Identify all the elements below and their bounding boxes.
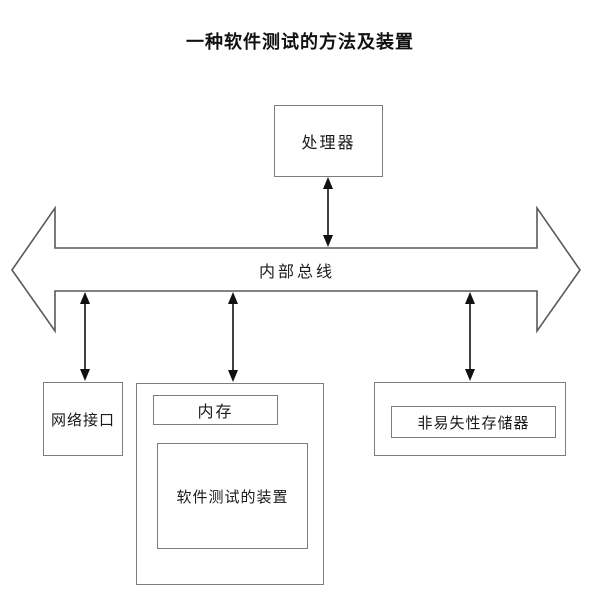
processor-label: 处理器 [301,133,356,152]
internal-bus-label: 内部总线 [258,262,335,281]
memory-box: 内存 [153,395,278,425]
memory-label: 内存 [197,402,234,421]
arrow-bus-nonvolatile-memory [465,292,475,381]
arrow-processor-bus [323,177,333,247]
software-test-device-box: 软件测试的装置 [157,443,308,549]
processor-box: 处理器 [274,105,383,177]
software-test-device-label: 软件测试的装置 [176,487,289,506]
internal-bus-arrow [11,205,581,334]
arrow-bus-memory [228,292,238,382]
diagram-title: 一种软件测试的方法及装置 [186,32,414,53]
network-interface-label: 网络接口 [50,410,115,429]
nonvolatile-memory-label: 非易失性存储器 [417,413,530,432]
nonvolatile-memory-box: 非易失性存储器 [391,406,556,438]
network-interface-box: 网络接口 [43,382,123,456]
arrow-bus-network-interface [80,292,90,381]
